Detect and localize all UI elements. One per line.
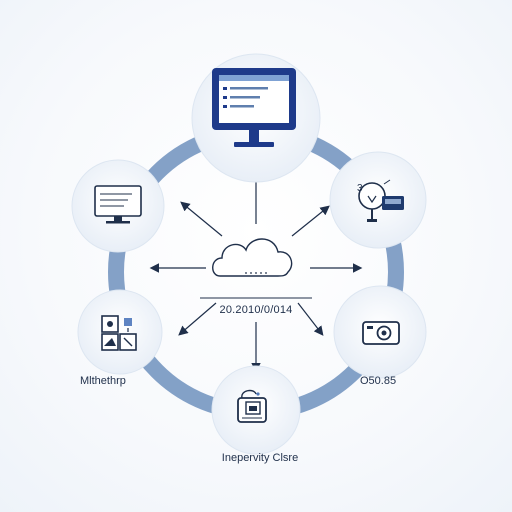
svg-text:3: 3 [357,183,363,194]
node-top[interactable] [191,53,321,183]
camera-icon [362,321,400,345]
node-right-bottom[interactable] [333,285,427,379]
center-label: 20.2010/0/014 [219,304,293,316]
cloud-icon [212,238,293,277]
node-left-bottom[interactable] [77,289,163,375]
right-node-label: O50.85 [360,375,397,387]
node-left[interactable] [71,159,165,253]
node-right-top[interactable]: 3 [329,151,427,249]
monitor-icon [94,185,142,224]
arrows [149,175,363,373]
blocks-icon [101,315,137,351]
node-bottom[interactable] [211,365,301,455]
left-node-label: Mlthethrp [80,375,126,387]
clipboard-icon [237,389,267,423]
lightbulb-icon: 3 [357,179,404,222]
monitor-icon [212,68,296,147]
bottom-node-label: Inepervity Clsre [221,452,299,464]
